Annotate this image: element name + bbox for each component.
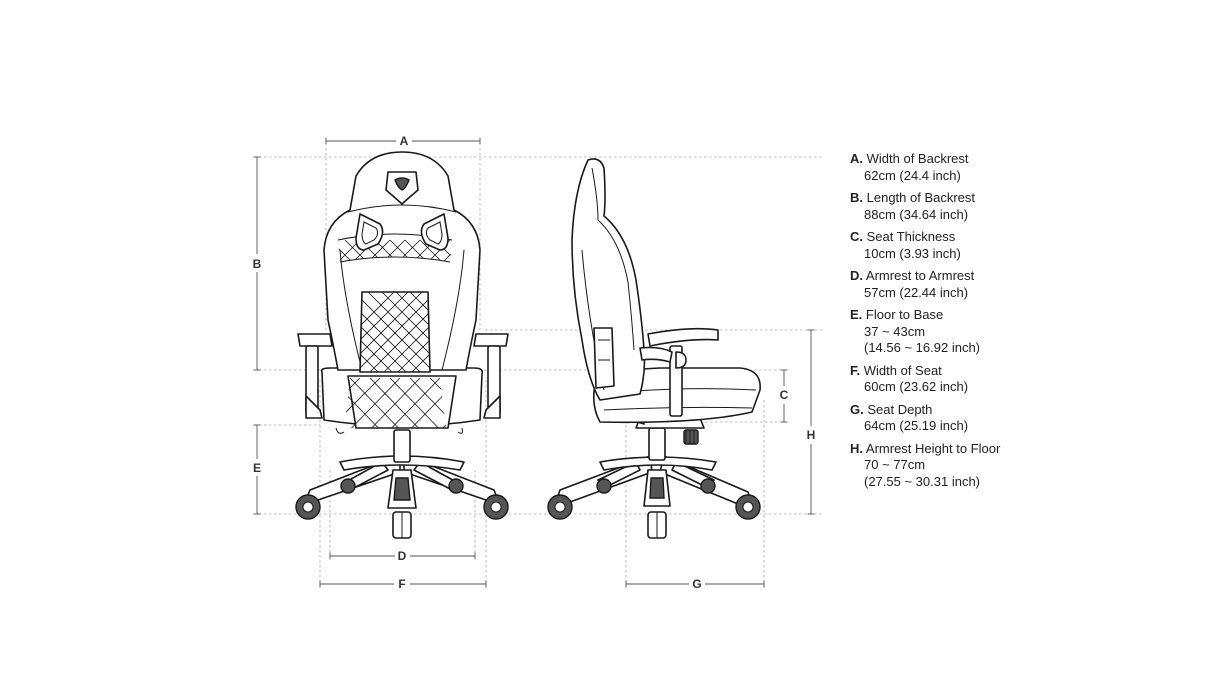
legend-item-b: B. Length of Backrest 88cm (34.64 inch) [850, 190, 1050, 223]
legend-value: 70 ~ 77cm [864, 457, 926, 472]
legend-item-g: G. Seat Depth 64cm (25.19 inch) [850, 402, 1050, 435]
legend-value: (27.55 ~ 30.31 inch) [864, 473, 980, 489]
legend-letter: D. [850, 268, 863, 283]
legend-title: Seat Thickness [866, 229, 956, 244]
legend-value: 37 ~ 43cm [864, 323, 926, 339]
side-base [555, 455, 753, 507]
front-casters [295, 478, 509, 539]
dimension-label-c: C [780, 388, 789, 402]
side-armrest [593, 327, 719, 417]
legend-letter: H. [850, 440, 863, 456]
legend-letter: A. [850, 151, 863, 166]
legend-title: Width of Backrest [866, 151, 969, 166]
legend-item-e: E. Floor to Base 37 ~ 43cm (14.56 ~ 16.9… [850, 307, 1050, 357]
dimension-h: H [807, 329, 816, 515]
chair-side-view [547, 158, 761, 539]
front-gas-lift [393, 429, 411, 463]
front-seat [320, 367, 484, 434]
legend-item-h: H. Armrest Height to Floor 70 ~ 77cm (27… [850, 441, 1050, 491]
legend-value: 60cm (23.62 inch) [864, 379, 969, 394]
dimension-g: G [625, 577, 765, 591]
legend-value: 57cm (22.44 inch) [864, 284, 969, 300]
dimension-label-a: A [400, 134, 409, 148]
legend-item-f: F. Width of Seat 60cm (23.62 inch) [850, 363, 1050, 396]
dimension-label-b: B [253, 257, 262, 271]
legend-title: Armrest Height to Floor [865, 440, 1001, 456]
legend-value: 62cm (24.4 inch) [864, 167, 961, 183]
dimension-c: C [780, 369, 789, 423]
dimension-label-f: F [398, 577, 405, 591]
legend-letter: E. [850, 307, 863, 322]
legend-value: 10cm (3.93 inch) [864, 245, 961, 261]
dimension-label-g: G [692, 577, 701, 591]
legend-letter: G. [850, 401, 864, 417]
front-base [305, 454, 499, 509]
legend-title: Length of Backrest [866, 190, 976, 205]
legend-value: 64cm (25.19 inch) [864, 418, 969, 433]
legend-title: Floor to Base [865, 307, 944, 322]
dimension-label-d: D [398, 549, 407, 563]
dimension-d: D [329, 549, 476, 563]
legend-title: Armrest to Armrest [865, 268, 975, 283]
front-armrests [297, 333, 509, 419]
chair-front-view [295, 151, 509, 539]
legend-letter: C. [850, 229, 863, 244]
dimension-e: E [253, 424, 261, 515]
dimension-label-h: H [807, 428, 816, 442]
legend-title: Width of Seat [863, 362, 942, 378]
dimension-f: F [319, 577, 487, 591]
dimension-a: A [325, 134, 481, 148]
legend-letter: F. [850, 362, 861, 378]
dimension-label-e: E [253, 461, 261, 475]
legend-item-c: C. Seat Thickness 10cm (3.93 inch) [850, 229, 1050, 262]
side-casters [547, 478, 761, 539]
front-backrest [323, 151, 481, 373]
legend-value: (14.56 ~ 16.92 inch) [864, 340, 980, 355]
dimension-legend: A. Width of Backrest 62cm (24.4 inch) B.… [850, 151, 1050, 496]
legend-value: 88cm (34.64 inch) [864, 206, 969, 222]
legend-item-a: A. Width of Backrest 62cm (24.4 inch) [850, 151, 1050, 184]
side-gas-lift [648, 427, 666, 461]
legend-title: Seat Depth [867, 401, 933, 417]
legend-letter: B. [850, 190, 863, 205]
legend-item-d: D. Armrest to Armrest 57cm (22.44 inch) [850, 268, 1050, 301]
dimension-b: B [253, 156, 262, 371]
